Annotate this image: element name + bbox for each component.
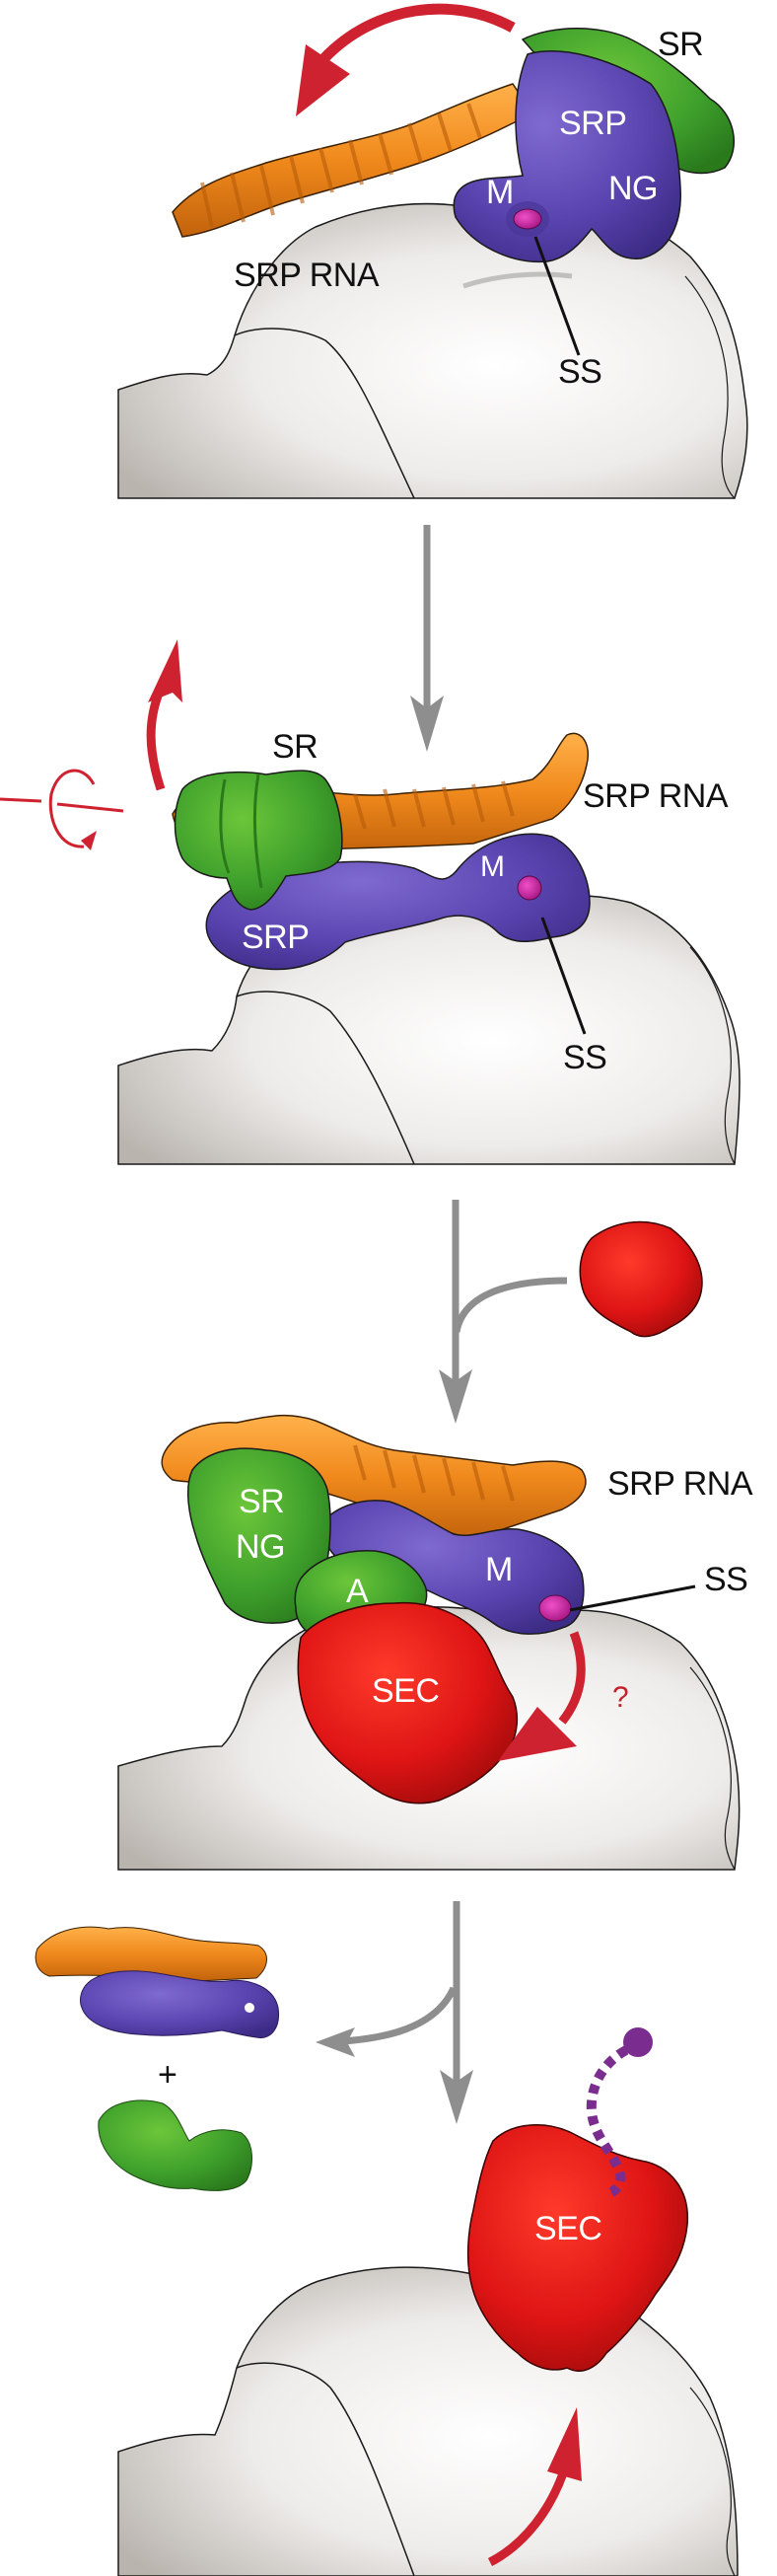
rotation-arrow-icon <box>296 3 516 116</box>
ss-pointer-line <box>533 236 581 356</box>
rotation-axis-icon <box>0 769 124 850</box>
label-srp: SRP <box>559 105 627 142</box>
label-srp-rna: SRP RNA <box>583 777 729 815</box>
ribosome-shape <box>117 2266 739 2576</box>
released-sr-receptor <box>98 2099 252 2191</box>
sr-receptor-blob <box>174 770 343 911</box>
label-m: M <box>485 1551 513 1588</box>
sec-translocon-blob <box>466 2124 688 2372</box>
plus-sign: + <box>158 2056 177 2094</box>
released-srp-protein <box>80 1970 280 2038</box>
label-srp: SRP <box>242 919 310 956</box>
curved-down-arrow-icon <box>498 1631 586 1761</box>
signal-sequence <box>538 1594 572 1622</box>
label-ng: NG <box>236 1528 286 1566</box>
step-arrow-3-icon <box>316 1901 473 2124</box>
step-arrow-2-icon <box>439 1200 568 1424</box>
label-ss: SS <box>558 353 602 391</box>
label-ss: SS <box>704 1561 748 1598</box>
label-ng: NG <box>608 170 659 207</box>
label-sr: SR <box>272 728 318 766</box>
srp-rna-helix <box>172 83 534 238</box>
label-srp-rna: SRP RNA <box>607 1465 753 1503</box>
label-sr: SR <box>239 1483 285 1520</box>
panel-4 <box>35 1901 739 2576</box>
label-a: A <box>346 1573 369 1610</box>
ss-pointer-line <box>569 1584 696 1612</box>
label-sec: SEC <box>372 1672 440 1710</box>
free-sec-translocon-blob <box>579 1220 703 1338</box>
panel-3 <box>117 1200 741 1871</box>
label-srp-rna: SRP RNA <box>234 257 380 294</box>
question-mark: ? <box>612 1681 629 1714</box>
curved-up-arrow-icon <box>487 2407 582 2566</box>
label-m: M <box>480 850 505 883</box>
label-sr: SR <box>658 26 704 63</box>
label-sec: SEC <box>534 2210 602 2247</box>
released-srp-rna <box>35 1926 267 1982</box>
nascent-chain-icon <box>586 2027 653 2197</box>
panel-1 <box>117 3 748 499</box>
srp-protein-blob <box>453 50 681 263</box>
curved-up-arrow-icon <box>146 639 182 791</box>
signal-sequence <box>517 875 542 901</box>
label-m: M <box>486 174 514 211</box>
step-arrow-1-icon <box>410 525 444 752</box>
label-ss: SS <box>563 1039 607 1076</box>
ss-pointer-line <box>540 917 587 1035</box>
panel-2 <box>0 525 741 1165</box>
signal-sequence <box>513 208 542 230</box>
